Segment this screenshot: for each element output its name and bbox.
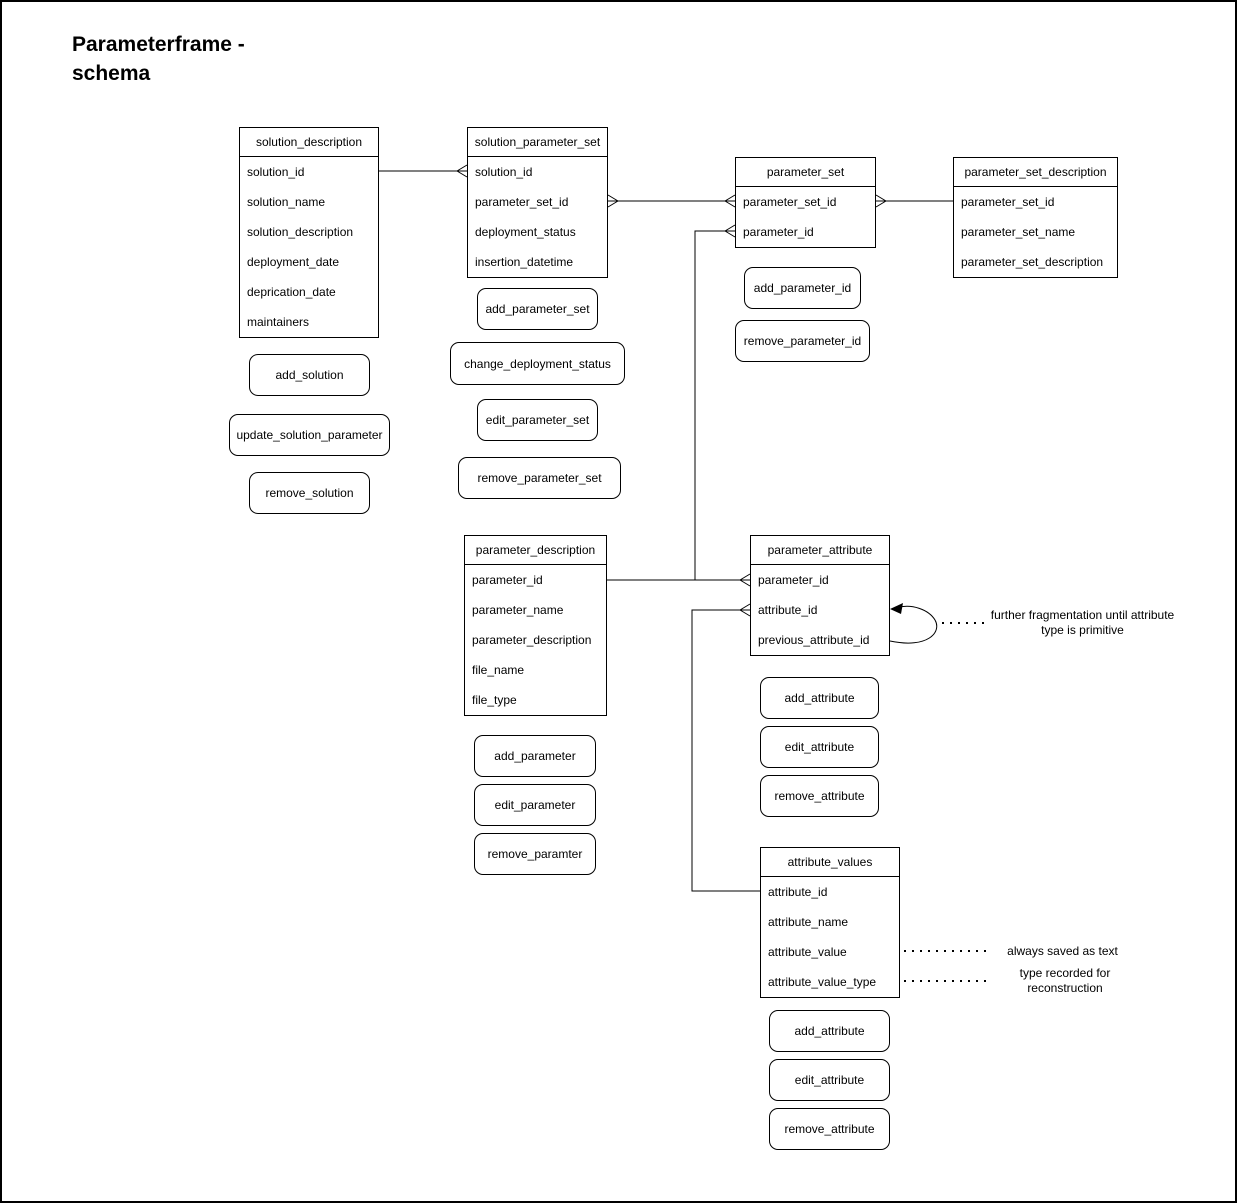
entity-field: parameter_set_description (961, 255, 1104, 269)
action-change-deployment-status[interactable]: change_deployment_status (450, 342, 625, 385)
entity-parameter-set[interactable]: parameter_set parameter_set_id parameter… (735, 157, 876, 248)
entity-field: solution_description (247, 225, 354, 239)
connector-parameter-set-to-parameter-set-description (875, 194, 953, 208)
entity-field: parameter_set_id (475, 195, 569, 209)
entity-field: file_name (472, 663, 525, 677)
entity-field: parameter_id (743, 225, 814, 239)
note-saved-as-text: always saved as text (1007, 944, 1118, 958)
action-edit-attribute[interactable]: edit_attribute (760, 726, 879, 768)
self-reference-arrowhead (890, 603, 903, 614)
action-add-parameter-id[interactable]: add_parameter_id (744, 267, 861, 309)
self-reference-loop (889, 605, 938, 644)
entity-field: solution_id (247, 165, 305, 179)
entity-field: attribute_name (768, 915, 849, 929)
action-remove-paramter[interactable]: remove_paramter (474, 833, 596, 875)
action-edit-attribute-values[interactable]: edit_attribute (769, 1059, 890, 1101)
entity-field: parameter_name (472, 603, 564, 617)
action-update-solution-parameter[interactable]: update_solution_parameter (229, 414, 390, 456)
connector-parameter-description-to-parameter-attribute (607, 573, 751, 587)
action-add-attribute-values[interactable]: add_attribute (769, 1010, 890, 1052)
entity-parameter-set-description[interactable]: parameter_set_description parameter_set_… (953, 157, 1118, 278)
action-remove-solution[interactable]: remove_solution (249, 472, 370, 514)
entity-field: parameter_set_name (961, 225, 1076, 239)
entity-field: deprication_date (247, 285, 336, 299)
connector-parameter-set-to-parameter-junction (694, 224, 736, 580)
entity-solution-parameter-set[interactable]: solution_parameter_set solution_id param… (467, 127, 608, 278)
entity-field: parameter_set_id (961, 195, 1055, 209)
action-add-solution[interactable]: add_solution (249, 354, 370, 396)
action-edit-parameter[interactable]: edit_parameter (474, 784, 596, 826)
entity-field: previous_attribute_id (758, 633, 870, 647)
entity-title: parameter_attribute (751, 536, 889, 565)
entity-field: parameter_description (472, 633, 592, 647)
entity-title: parameter_set_description (954, 158, 1117, 187)
entity-title: parameter_description (465, 536, 606, 565)
entity-field: file_type (472, 693, 517, 707)
entity-solution-description[interactable]: solution_description solution_id solutio… (239, 127, 379, 338)
diagram-title: Parameterframe - schema (72, 33, 245, 85)
entity-field: attribute_id (758, 603, 818, 617)
entity-parameter-attribute[interactable]: parameter_attribute parameter_id attribu… (750, 535, 890, 656)
entity-title: parameter_set (736, 158, 875, 187)
entity-field: deployment_date (247, 255, 340, 269)
entity-title: solution_description (240, 128, 378, 157)
entity-title: solution_parameter_set (468, 128, 607, 157)
action-remove-attribute-values[interactable]: remove_attribute (769, 1108, 890, 1150)
action-remove-parameter-set[interactable]: remove_parameter_set (458, 457, 621, 499)
entity-field: parameter_set_id (743, 195, 837, 209)
note-fragmentation: further fragmentation until attribute ty… (990, 608, 1175, 637)
entity-parameter-description[interactable]: parameter_description parameter_id param… (464, 535, 607, 716)
action-remove-attribute[interactable]: remove_attribute (760, 775, 879, 817)
action-add-attribute[interactable]: add_attribute (760, 677, 879, 719)
action-add-parameter[interactable]: add_parameter (474, 735, 596, 777)
entity-title: attribute_values (761, 848, 899, 877)
entity-field: parameter_id (472, 573, 543, 587)
connector-solution-description-to-solution-parameter-set (379, 164, 468, 178)
action-edit-parameter-set[interactable]: edit_parameter_set (477, 399, 598, 441)
entity-field: solution_name (247, 195, 326, 209)
note-type-recorded: type recorded for reconstruction (1019, 966, 1111, 995)
entity-field: deployment_status (475, 225, 576, 239)
entity-field: maintainers (247, 315, 310, 329)
entity-field: insertion_datetime (475, 255, 574, 269)
entity-field: attribute_value_type (768, 975, 877, 989)
entity-field: attribute_value (768, 945, 847, 959)
connector-solution-parameter-set-to-parameter-set (607, 194, 736, 208)
action-add-parameter-set[interactable]: add_parameter_set (477, 288, 598, 330)
entity-field: solution_id (475, 165, 533, 179)
entity-attribute-values[interactable]: attribute_values attribute_id attribute_… (760, 847, 900, 998)
action-remove-parameter-id[interactable]: remove_parameter_id (735, 320, 870, 362)
entity-field: attribute_id (768, 885, 828, 899)
entity-field: parameter_id (758, 573, 829, 587)
